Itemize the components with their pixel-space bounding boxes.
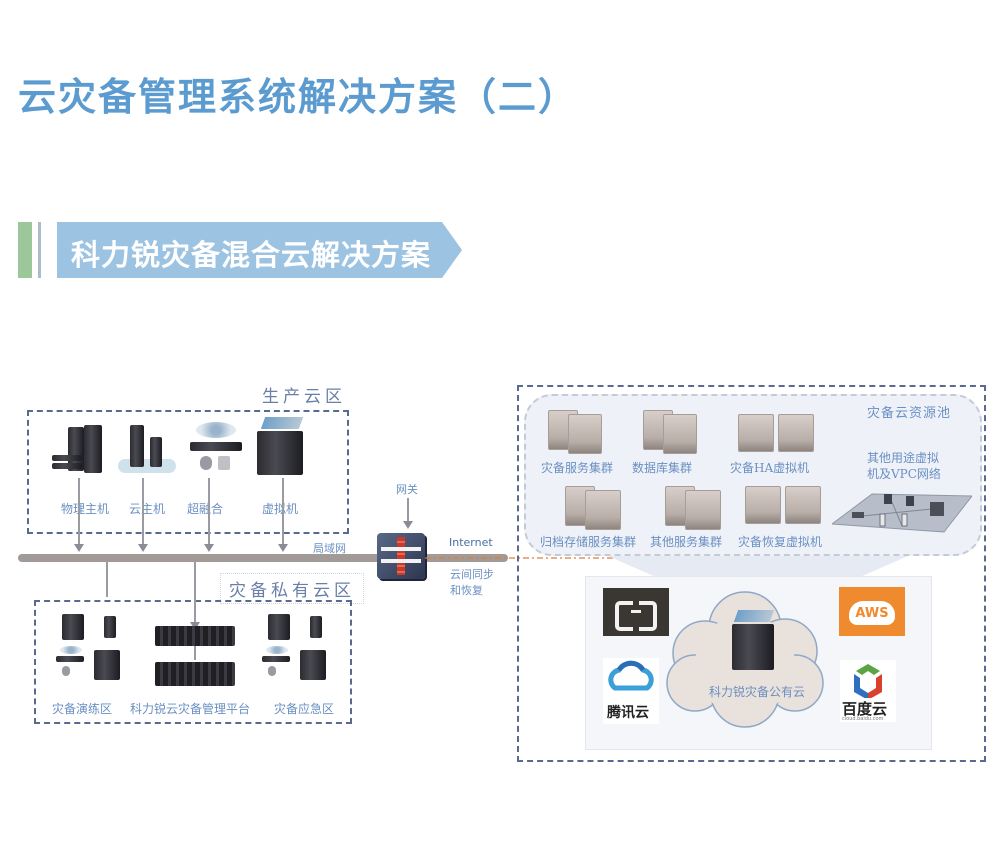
tencent-cloud-text: 腾讯云: [607, 705, 649, 721]
recovery-vm-icon: [745, 486, 821, 526]
vpc-label: 其他用途虚拟: [867, 451, 940, 465]
cloud-host-icon: [118, 425, 176, 475]
private-zone-label: 灾备私有云区: [220, 573, 364, 604]
production-zone-label: 生产云区: [258, 382, 350, 407]
public-cloud-label: 科力锐灾备公有云: [709, 685, 806, 699]
production-item-label: 云主机: [129, 502, 166, 516]
sync-label: 和恢复: [450, 584, 483, 597]
page-title: 云灾备管理系统解决方案（二）: [18, 75, 579, 119]
pool-item-label: 数据库集群: [632, 461, 693, 475]
section-banner: 科力锐灾备混合云解决方案: [57, 222, 462, 278]
production-item-label: 物理主机: [61, 502, 110, 516]
server-group-icon: [52, 614, 128, 684]
public-cloud-server-icon: [730, 610, 778, 672]
connector-line: [106, 562, 108, 597]
connector-line: [194, 562, 196, 624]
private-item-label: 灾备演练区: [52, 702, 113, 716]
arrow-down-icon: [74, 544, 84, 552]
resource-pool-label: 灾备云资源池: [867, 406, 952, 421]
section-accent-bar: [18, 222, 32, 278]
physical-server-icon: [50, 425, 106, 475]
private-zone-box: [34, 600, 352, 724]
storage-array-icon: [155, 626, 235, 688]
virtual-machine-icon: [255, 417, 307, 477]
archive-cluster-icon: [565, 486, 625, 530]
pool-item-label: 其他服务集群: [650, 535, 723, 549]
private-item-label: 灾备应急区: [274, 702, 335, 716]
other-cluster-icon: [665, 486, 725, 530]
arrow-down-icon: [138, 544, 148, 552]
server-group-icon: [258, 614, 334, 684]
database-cluster-icon: [643, 410, 699, 454]
arrow-down-icon: [278, 544, 288, 552]
internet-link-line: [425, 557, 625, 559]
baidu-cloud-logo-icon: 百度云 cloud.baidu.com: [840, 660, 896, 722]
arrow-down-icon: [204, 544, 214, 552]
production-item-label: 虚拟机: [262, 502, 299, 516]
pool-item-label: 灾备服务集群: [541, 461, 614, 475]
tencent-cloud-logo-icon: 腾讯云: [603, 658, 659, 724]
section-divider-line: [38, 222, 41, 278]
lan-label: 局域网: [313, 542, 346, 555]
internet-label: Internet: [449, 536, 493, 549]
arrow-down-icon: [403, 521, 413, 529]
pool-item-label: 灾备HA虚拟机: [730, 461, 810, 475]
lan-bus: [18, 554, 508, 562]
gateway-label: 网关: [396, 483, 418, 496]
cloud-zone-box: [517, 385, 986, 762]
connector-line: [142, 478, 144, 544]
vpc-label: 机及VPC网络: [867, 467, 941, 481]
firewall-gateway-icon: [377, 533, 425, 579]
connector-line: [282, 478, 284, 544]
server-cluster-icon: [548, 410, 604, 454]
aws-logo-icon: AWS: [839, 587, 905, 636]
section-heading: 科力锐灾备混合云解决方案: [71, 238, 432, 272]
sync-label: 云间同步: [450, 568, 494, 581]
aliyun-logo-icon: [603, 588, 669, 636]
aws-logo-text: AWS: [855, 606, 889, 621]
pool-item-label: 灾备恢复虚拟机: [738, 535, 823, 549]
ha-vm-icon: [738, 414, 814, 454]
hyperconverged-icon: [190, 420, 242, 476]
production-zone-box: [27, 410, 349, 534]
banner-arrow-shape: [57, 222, 462, 278]
connector-line: [208, 478, 210, 544]
connector-line: [78, 478, 80, 544]
vpc-network-icon: [830, 486, 974, 534]
funnel-shape: [608, 556, 908, 578]
connector-line: [407, 498, 409, 522]
pool-item-label: 归档存储服务集群: [540, 535, 637, 549]
baidu-cloud-text: 百度云: [842, 700, 888, 718]
baidu-cloud-url: cloud.baidu.com: [842, 716, 884, 722]
private-item-label: 科力锐云灾备管理平台: [130, 702, 251, 716]
production-item-label: 超融合: [187, 502, 224, 516]
